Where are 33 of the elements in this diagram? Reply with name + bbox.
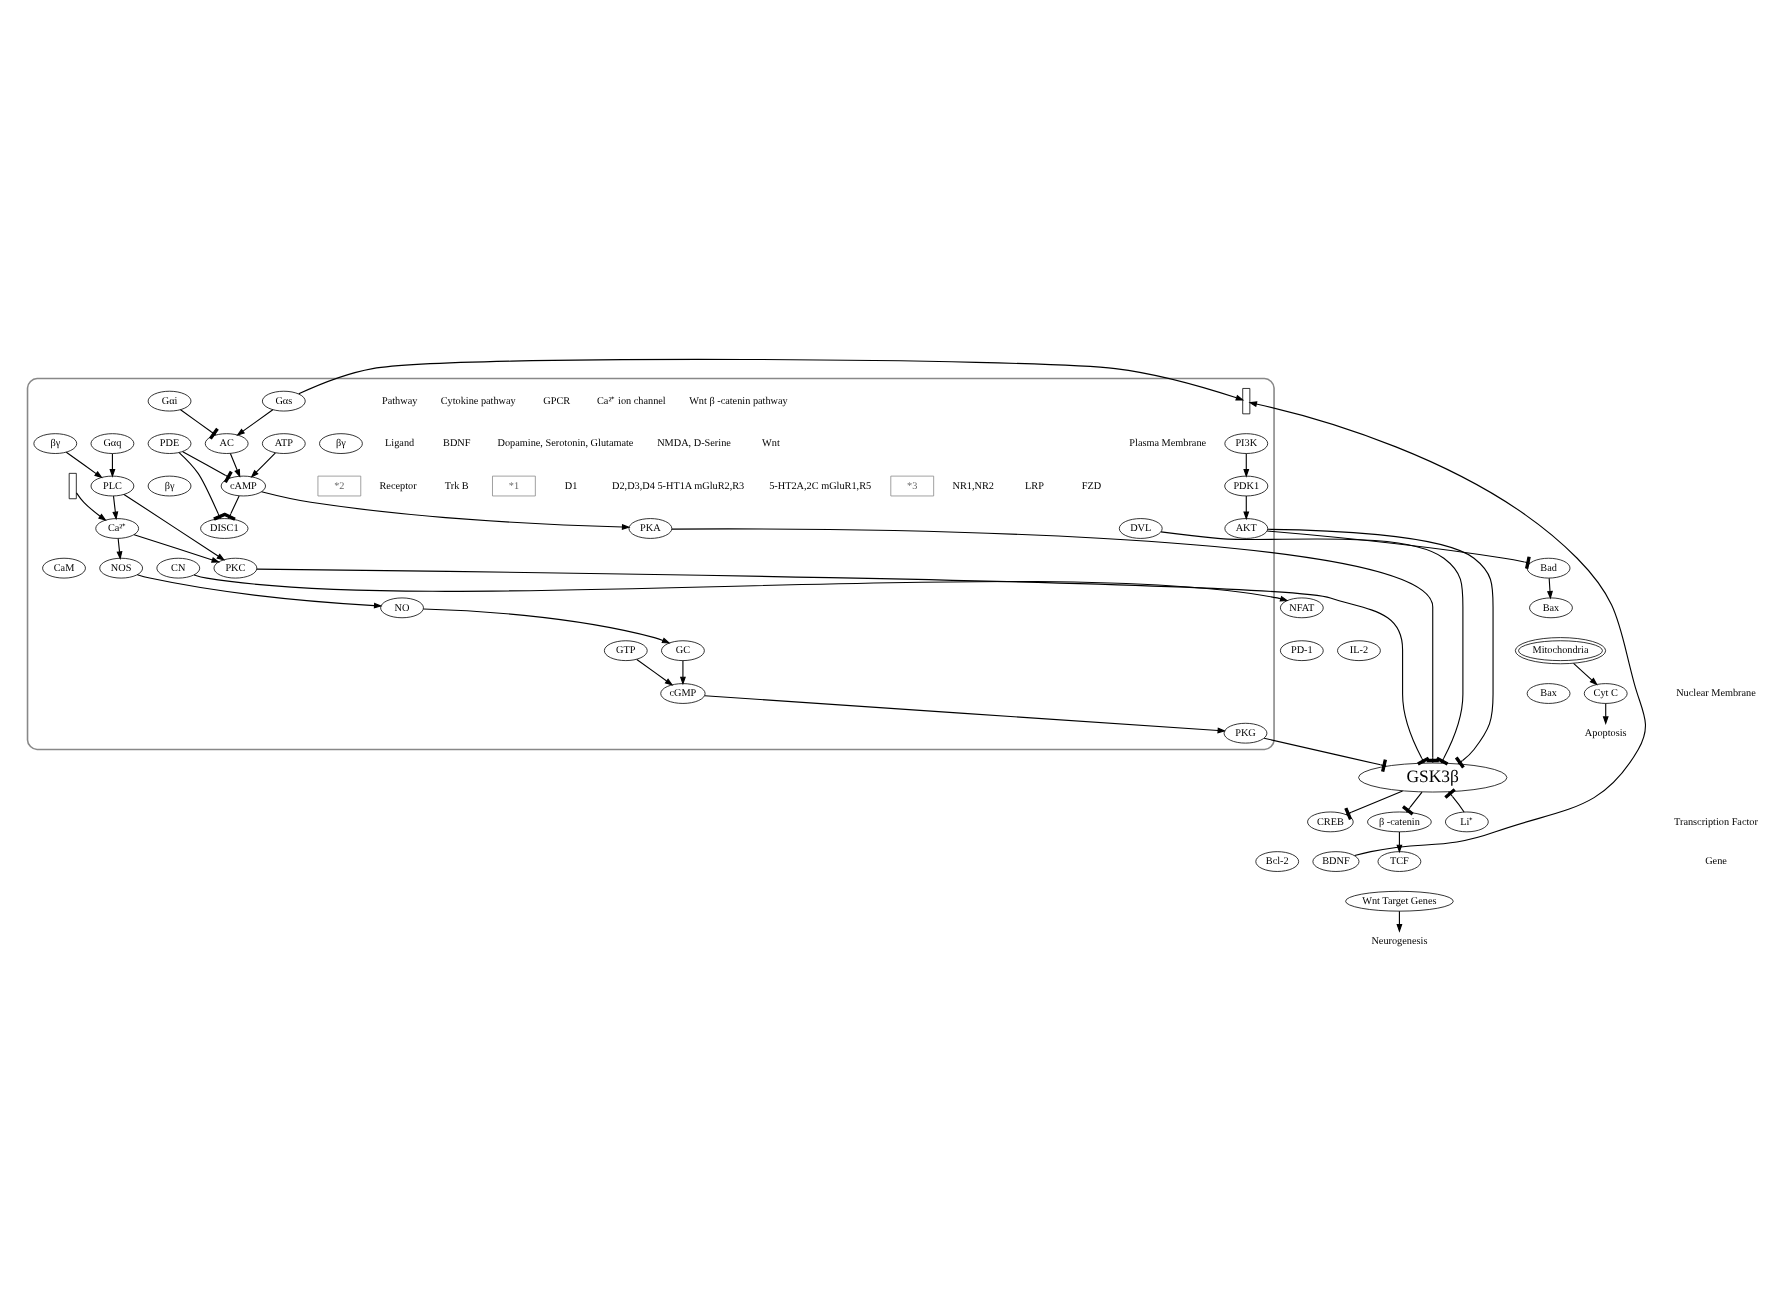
arrow bbox=[229, 452, 241, 478]
connector bbox=[1266, 530, 1531, 570]
connector bbox=[1444, 788, 1465, 813]
arrow bbox=[236, 409, 274, 436]
connector bbox=[180, 409, 219, 440]
arrow bbox=[250, 452, 276, 478]
arrow bbox=[112, 495, 119, 521]
arrow bbox=[260, 491, 631, 530]
arrow bbox=[65, 451, 103, 479]
arrow bbox=[1546, 577, 1553, 600]
arrow bbox=[123, 493, 226, 561]
arrow bbox=[422, 608, 671, 644]
arrow bbox=[1573, 662, 1598, 686]
cluster bbox=[26, 377, 1275, 751]
arrow bbox=[679, 660, 686, 686]
connector bbox=[178, 452, 226, 521]
connector bbox=[182, 451, 233, 484]
connector bbox=[256, 568, 1430, 766]
arrow bbox=[298, 358, 1245, 401]
connector bbox=[1267, 528, 1494, 769]
connector bbox=[1263, 737, 1387, 772]
arrow bbox=[636, 658, 674, 686]
connector bbox=[1344, 790, 1404, 820]
arrow bbox=[704, 695, 1227, 734]
arrow bbox=[136, 574, 383, 609]
arrow bbox=[133, 534, 221, 563]
arrow bbox=[193, 574, 1289, 602]
connector bbox=[223, 495, 240, 521]
node-bar bbox=[1242, 388, 1251, 415]
connector bbox=[1401, 791, 1423, 816]
node-bar bbox=[68, 472, 77, 500]
arrow bbox=[116, 537, 123, 560]
arrow bbox=[75, 492, 107, 521]
